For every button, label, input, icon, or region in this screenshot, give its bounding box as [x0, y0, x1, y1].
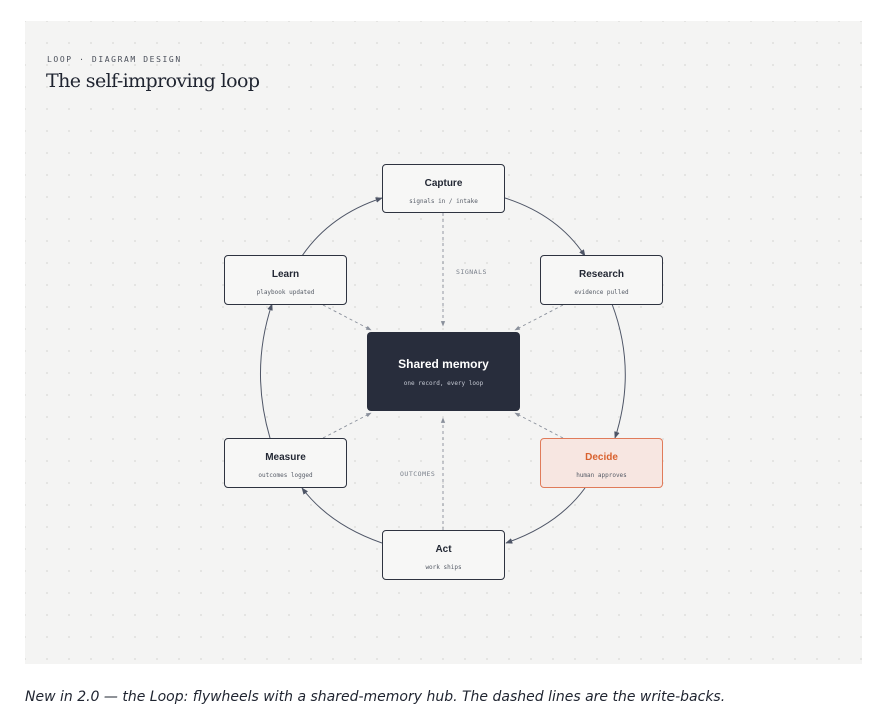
outcomes-label: OUTCOMES [400, 470, 436, 478]
diagram-title: The self-improving loop [46, 70, 260, 92]
node-capture: Capture signals in / intake [382, 164, 505, 213]
arc-research-decide [611, 303, 626, 439]
hub-subtitle: one record, every loop [403, 380, 484, 387]
node-learn-title: Learn [271, 269, 300, 280]
node-act: Act work ships [382, 530, 505, 580]
arc-decide-act [505, 487, 586, 544]
dash-learn-hub [322, 304, 372, 331]
node-measure-subtitle: outcomes logged [258, 472, 313, 479]
node-measure-title: Measure [265, 452, 306, 463]
dash-measure-hub [322, 412, 372, 439]
node-capture-title: Capture [424, 178, 463, 189]
eyebrow-label: LOOP · DIAGRAM DESIGN [47, 55, 182, 64]
node-decide: Decide human approves [540, 438, 663, 488]
arc-act-measure [301, 487, 383, 544]
figure-caption: New in 2.0 — the Loop: flywheels with a … [25, 689, 726, 705]
node-decide-title: Decide [585, 452, 618, 463]
node-research-subtitle: evidence pulled [574, 289, 629, 296]
shared-memory-hub: Shared memory one record, every loop [367, 332, 520, 411]
dash-research-hub [514, 304, 564, 331]
node-learn-subtitle: playbook updated [256, 289, 315, 296]
node-act-title: Act [435, 544, 452, 555]
dash-decide-hub [514, 412, 564, 439]
signals-label: SIGNALS [456, 268, 487, 276]
arc-capture-research [504, 197, 586, 257]
node-research: Research evidence pulled [540, 255, 663, 305]
arc-measure-learn [260, 303, 273, 439]
node-capture-subtitle: signals in / intake [409, 198, 478, 205]
node-act-subtitle: work ships [425, 564, 462, 571]
node-decide-subtitle: human approves [576, 472, 627, 479]
hub-title: Shared memory [398, 357, 489, 371]
arc-learn-capture [301, 197, 383, 257]
node-research-title: Research [578, 269, 625, 280]
node-learn: Learn playbook updated [224, 255, 347, 305]
node-measure: Measure outcomes logged [224, 438, 347, 488]
